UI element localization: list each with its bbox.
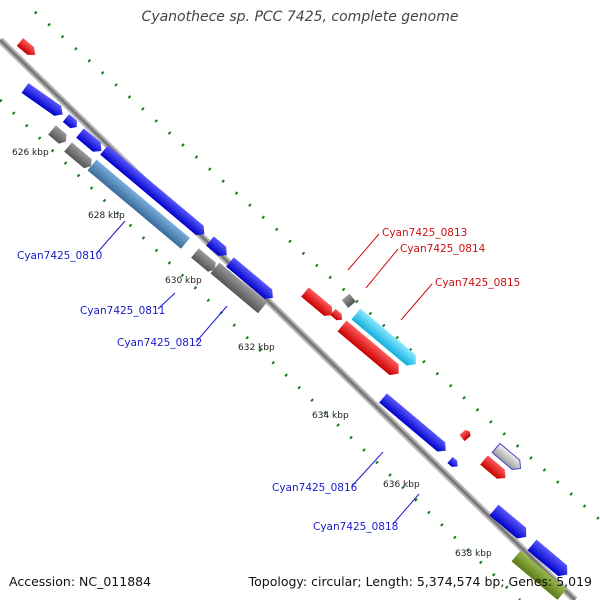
gene-label-cyan7425-0810[interactable]: Cyan7425_0810 bbox=[17, 250, 102, 262]
gene-arrow-blue[interactable] bbox=[62, 114, 80, 131]
gene-arrow-olive[interactable] bbox=[511, 550, 567, 600]
gene-arrow-steelblue[interactable] bbox=[87, 159, 190, 249]
kbp-label: 626 kbp bbox=[12, 148, 49, 158]
gene-arrow-cyan[interactable] bbox=[351, 308, 421, 370]
gene-arrow-red[interactable] bbox=[16, 38, 39, 59]
genome-backbone-core bbox=[0, 38, 577, 600]
gene-label-cyan7425-0816[interactable]: Cyan7425_0816 bbox=[272, 482, 358, 494]
accession-text: Accession: NC_011884 bbox=[9, 574, 152, 589]
gene-arrow-gray[interactable] bbox=[341, 293, 356, 308]
gene-arrow-gray[interactable] bbox=[191, 248, 219, 274]
gene-arrow-blue[interactable] bbox=[226, 257, 277, 302]
gene-arrow-red[interactable] bbox=[480, 455, 509, 482]
label-leader-line bbox=[95, 220, 126, 255]
label-leader-line bbox=[365, 248, 399, 289]
gene-arrow-blue[interactable] bbox=[527, 539, 572, 580]
gene-arrow-blue[interactable] bbox=[447, 456, 460, 470]
kbp-label: 634 kbp bbox=[312, 411, 349, 421]
gene-arrow-blue[interactable] bbox=[206, 236, 231, 259]
gene-arrow-blue[interactable] bbox=[100, 145, 208, 238]
outer-tick-track bbox=[33, 10, 600, 522]
gene-arrow-red[interactable] bbox=[301, 287, 336, 319]
kbp-label: 628 kbp bbox=[88, 211, 125, 221]
gene-arrow-gray[interactable] bbox=[210, 262, 267, 314]
gene-label-cyan7425-0811[interactable]: Cyan7425_0811 bbox=[80, 305, 165, 317]
kbp-label: 636 kbp bbox=[383, 480, 420, 490]
gene-arrow-blue[interactable] bbox=[489, 504, 531, 543]
gene-arrow-blue[interactable] bbox=[379, 393, 450, 455]
label-leader-line bbox=[351, 451, 384, 487]
label-leader-line bbox=[347, 233, 380, 271]
genome-title: Cyanothece sp. PCC 7425, complete genome bbox=[141, 9, 459, 25]
kbp-label: 632 kbp bbox=[238, 343, 275, 353]
gene-label-cyan7425-0814[interactable]: Cyan7425_0814 bbox=[400, 243, 486, 255]
gene-label-cyan7425-0818[interactable]: Cyan7425_0818 bbox=[313, 521, 398, 533]
gene-arrow-red[interactable] bbox=[459, 429, 472, 442]
gene-arrow-gray[interactable] bbox=[64, 142, 95, 170]
inner-tick-track bbox=[0, 98, 522, 600]
gene-arrow-gray[interactable] bbox=[48, 125, 70, 146]
label-leader-line bbox=[157, 292, 176, 310]
gene-arrow-silver[interactable] bbox=[491, 442, 524, 473]
label-leader-line bbox=[195, 305, 228, 343]
gene-arrow-red[interactable] bbox=[337, 320, 404, 379]
gene-arrow-blue[interactable] bbox=[21, 83, 67, 119]
gene-label-cyan7425-0813[interactable]: Cyan7425_0813 bbox=[382, 227, 467, 239]
kbp-label: 638 kbp bbox=[455, 549, 492, 559]
label-leader-line bbox=[392, 493, 420, 525]
gene-arrow-blue[interactable] bbox=[76, 128, 105, 155]
kbp-label: 630 kbp bbox=[165, 276, 202, 286]
gene-label-cyan7425-0815[interactable]: Cyan7425_0815 bbox=[435, 277, 520, 289]
gene-arrow-red[interactable] bbox=[330, 308, 344, 323]
gene-label-cyan7425-0812[interactable]: Cyan7425_0812 bbox=[117, 337, 202, 349]
genome-summary-text: Topology: circular; Length: 5,374,574 bp… bbox=[248, 574, 592, 589]
label-leader-line bbox=[400, 283, 433, 321]
